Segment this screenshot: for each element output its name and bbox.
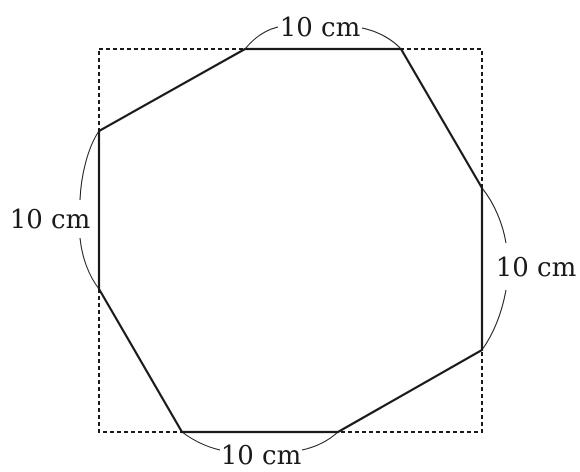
right-dimension-arc-top [481,187,507,244]
top-side-label: 10 cm [280,13,361,43]
top-dimension-arc-left [244,26,279,50]
octagon [97,47,484,434]
right-dimension-arc-bottom [481,289,507,351]
left-dimension-arc-top [79,130,100,201]
bottom-side-label: 10 cm [221,441,302,471]
left-dimension-arc-bottom [79,237,100,290]
left-side-label: 10 cm [10,205,91,235]
right-side-label: 10 cm [496,253,577,283]
bottom-dimension-arc-left [181,431,221,451]
bottom-dimension-arc-right [301,431,339,451]
dashed-square [98,48,483,433]
top-dimension-arc-right [361,27,402,50]
